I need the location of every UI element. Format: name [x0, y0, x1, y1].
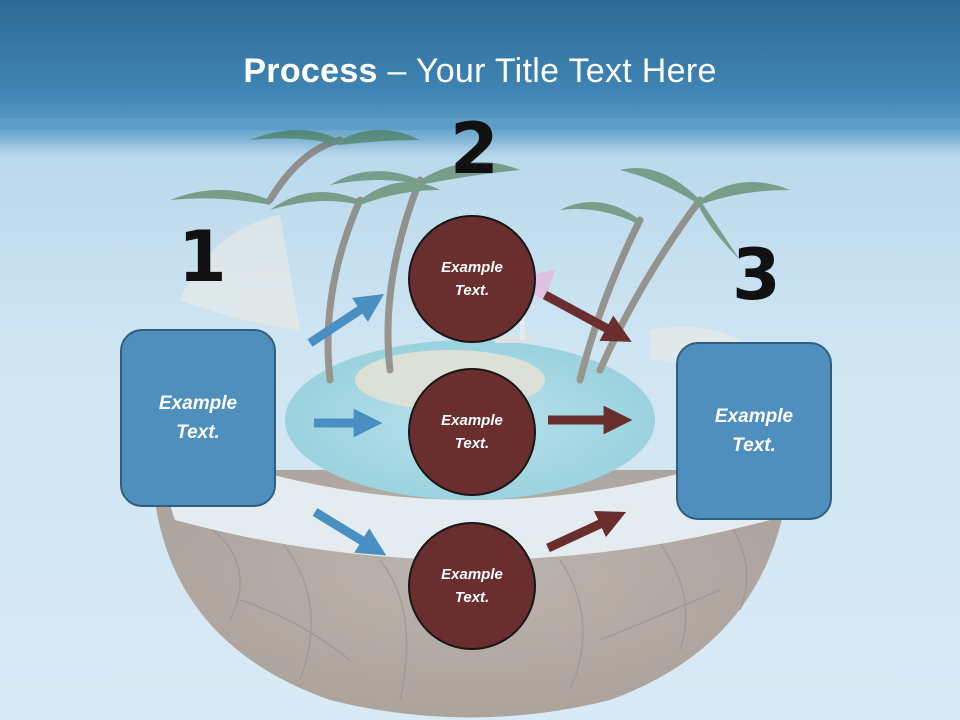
- header-band: [0, 0, 960, 130]
- circle-bottom-label: Example Text.: [441, 566, 503, 606]
- title-bold: Process: [243, 52, 378, 90]
- left-box-label: Example Text.: [158, 393, 238, 443]
- header-fade: [0, 118, 960, 158]
- step-number-2: 2: [450, 108, 499, 190]
- circle-bottom: Example Text.: [408, 522, 536, 650]
- arrow-bottom-to-right: [546, 510, 627, 553]
- circle-middle: Example Text.: [408, 368, 536, 496]
- title-rest: – Your Title Text Here: [377, 52, 717, 90]
- arrow-top-to-right: [542, 291, 632, 342]
- circle-top: Example Text.: [408, 215, 536, 343]
- step-number-3: 3: [732, 234, 781, 316]
- circle-top-label: Example Text.: [441, 259, 503, 299]
- right-box: Example Text.: [676, 342, 832, 520]
- left-box: Example Text.: [120, 329, 276, 507]
- slide-title: Process – Your Title Text Here: [0, 52, 960, 91]
- right-box-label: Example Text.: [714, 406, 794, 456]
- arrow-left-to-bottom: [312, 508, 387, 556]
- circle-middle-label: Example Text.: [441, 412, 503, 452]
- step-number-1: 1: [178, 216, 227, 298]
- arrow-left-to-top: [307, 294, 385, 347]
